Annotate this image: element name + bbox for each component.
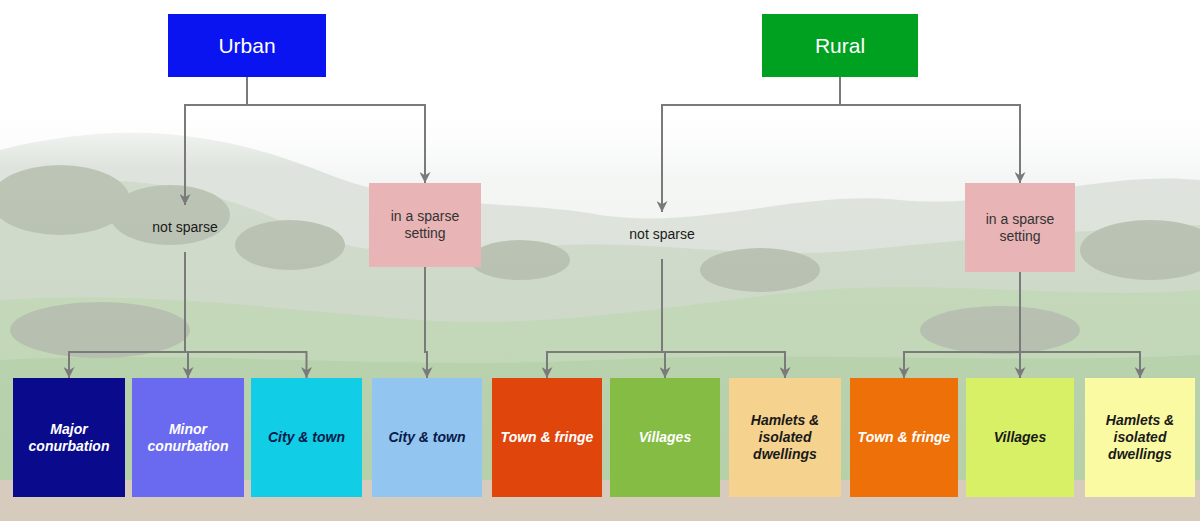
branch-label: not sparse: [130, 211, 240, 244]
node-text: Hamlets & isolated dwellings: [1091, 412, 1189, 462]
connector-arrow: [904, 272, 1020, 378]
category-box: Hamlets & isolated dwellings: [729, 378, 841, 497]
setting-box: in a sparse setting: [965, 183, 1075, 272]
node-text: not sparse: [629, 226, 694, 243]
category-box: City & town: [372, 378, 482, 497]
node-text: Villages: [639, 429, 691, 446]
connector-arrow: [69, 252, 185, 378]
class-box: Rural: [762, 14, 918, 77]
category-box: Town & fringe: [850, 378, 958, 497]
node-text: Town & fringe: [858, 429, 951, 446]
node-text: Hamlets & isolated dwellings: [735, 412, 835, 462]
category-box: Villages: [966, 378, 1074, 497]
node-text: in a sparse setting: [971, 211, 1069, 245]
category-box: Villages: [610, 378, 720, 497]
connector-arrow: [425, 267, 427, 378]
setting-box: in a sparse setting: [369, 183, 481, 267]
category-box: City & town: [251, 378, 362, 497]
connector-arrow: [662, 259, 785, 378]
connector-arrow: [840, 77, 1020, 183]
node-text: Minor conurbation: [138, 421, 238, 455]
connector-arrow: [547, 259, 662, 378]
connector-arrow: [185, 252, 307, 378]
class-box: Urban: [168, 14, 326, 77]
node-text: Rural: [815, 33, 865, 58]
category-box: Town & fringe: [492, 378, 602, 497]
connector-arrow: [1020, 272, 1140, 378]
node-text: Town & fringe: [501, 429, 594, 446]
connector-arrow: [247, 77, 425, 183]
node-text: Villages: [994, 429, 1046, 446]
node-text: not sparse: [152, 219, 217, 236]
category-box: Hamlets & isolated dwellings: [1085, 378, 1195, 497]
branch-label: not sparse: [607, 218, 717, 251]
connector-arrow: [185, 77, 247, 205]
category-box: Minor conurbation: [132, 378, 244, 497]
node-text: City & town: [268, 429, 345, 446]
node-text: Major conurbation: [19, 421, 119, 455]
node-text: in a sparse setting: [375, 208, 475, 242]
connector-arrow: [662, 77, 840, 212]
node-text: City & town: [389, 429, 466, 446]
category-box: Major conurbation: [13, 378, 125, 497]
node-text: Urban: [218, 33, 275, 58]
